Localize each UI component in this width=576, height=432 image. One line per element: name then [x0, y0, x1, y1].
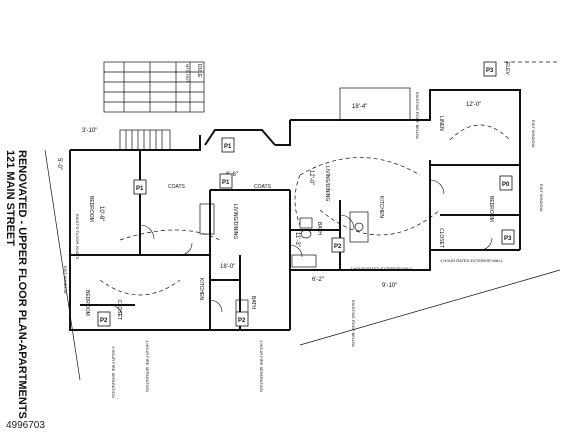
- dim-2: 5'-0": [56, 158, 62, 170]
- room-bedroom-3: BEDROOM: [488, 196, 494, 222]
- title-line1: 121 MAIN STREET: [4, 150, 16, 246]
- note-exit-window-2: EXIT WINDOW: [531, 120, 536, 148]
- note-1hr-wall: 1 HOUR RATED EXTERIOR WALL: [350, 266, 414, 271]
- door-swings: [109, 179, 493, 318]
- room-bedroom-2: BEDROOM: [84, 290, 90, 316]
- schedule-col-label: MTG HGT: [185, 64, 190, 83]
- tag-p2-a: P2: [100, 318, 108, 324]
- room-bath-2: BATH: [316, 222, 322, 235]
- room-bedroom: BEDROOM: [88, 196, 94, 222]
- room-living-2: LIVING/DINING: [324, 166, 330, 201]
- dim-3: 18'-4": [352, 104, 367, 110]
- room-living: LIVING/DINING: [232, 204, 238, 239]
- dim-10: 6'-2": [312, 277, 324, 283]
- note-roof: EXISTING ROOF BELOW: [415, 92, 420, 139]
- listing-id: 4996703: [6, 420, 45, 431]
- dim-5: 12'-0": [308, 170, 314, 185]
- note-exit-window-3: EXIT WINDOW: [539, 184, 544, 212]
- title-line2: RENOVATED - UPPER FLOOR PLAN-APARTMENTS: [16, 150, 28, 419]
- dim-9: 10'-8": [98, 206, 104, 221]
- tag-p1-c: P1: [222, 180, 230, 186]
- room-bath: BATH: [250, 296, 256, 309]
- room-kitchen-2: KITCHEN: [378, 196, 384, 218]
- lighting-circuits: [99, 124, 511, 296]
- room-closet-2: CLOSET: [438, 228, 444, 248]
- dim-8: 11'-3": [294, 232, 300, 247]
- tag-p1-a: P1: [224, 144, 232, 150]
- room-coats-2: COATS: [168, 184, 186, 190]
- room-kitchen: KITCHEN: [198, 278, 204, 300]
- note-1hr-wall-2: 1 HOUR RATED EXTERIOR WALL: [440, 258, 504, 263]
- elev-label: ELEV: [504, 62, 510, 75]
- tag-p1-b: P1: [136, 186, 144, 192]
- title-block: 121 MAIN STREET RENOVATED - UPPER FLOOR …: [4, 150, 28, 419]
- note-joists: EXIST'G FLOOR JOISTS: [75, 214, 80, 260]
- room-labels: BEDROOM BEDROOM CLOSET BATH KITCHEN LIVI…: [84, 116, 494, 320]
- note-exit-window: EXIT WINDOW: [63, 266, 68, 294]
- room-closet: CLOSET: [116, 300, 122, 320]
- notes: EXIST'G FLOOR JOISTS EXIT WINDOW EXIT WI…: [63, 92, 544, 398]
- tag-p2-b: P2: [238, 318, 246, 324]
- note-separation: 1 HOUR FIRE SEPARATION: [145, 340, 150, 392]
- tag-p2-c: P2: [334, 244, 342, 250]
- note-roof-2: EXISTING ROOF BELOW: [351, 300, 356, 347]
- dim-11: 9'-10": [382, 283, 397, 289]
- note-separation-3: 1 HOUR FIRE SEPARATION: [111, 346, 116, 398]
- tag-p3-b: P3: [504, 236, 512, 242]
- room-coats: COATS: [254, 184, 272, 190]
- tag-p0: P0: [502, 182, 510, 188]
- tag-p3-a: P3: [486, 68, 494, 74]
- dim-7: 18'-0": [220, 264, 235, 270]
- schedule-table: DULE MTG HGT: [103, 61, 205, 113]
- room-linen: LINEN: [438, 116, 444, 131]
- building-walls: [44, 87, 561, 381]
- note-separation-2: 1 HOUR FIRE SEPARATION: [259, 340, 264, 392]
- dim-1: 3'-10": [82, 128, 97, 134]
- dim-4: 12'-0": [466, 102, 481, 108]
- schedule-heading: DULE: [196, 64, 202, 78]
- panel-tags: P1 P1 P1 P2 P2 P2 P3 P3 P0: [97, 61, 515, 327]
